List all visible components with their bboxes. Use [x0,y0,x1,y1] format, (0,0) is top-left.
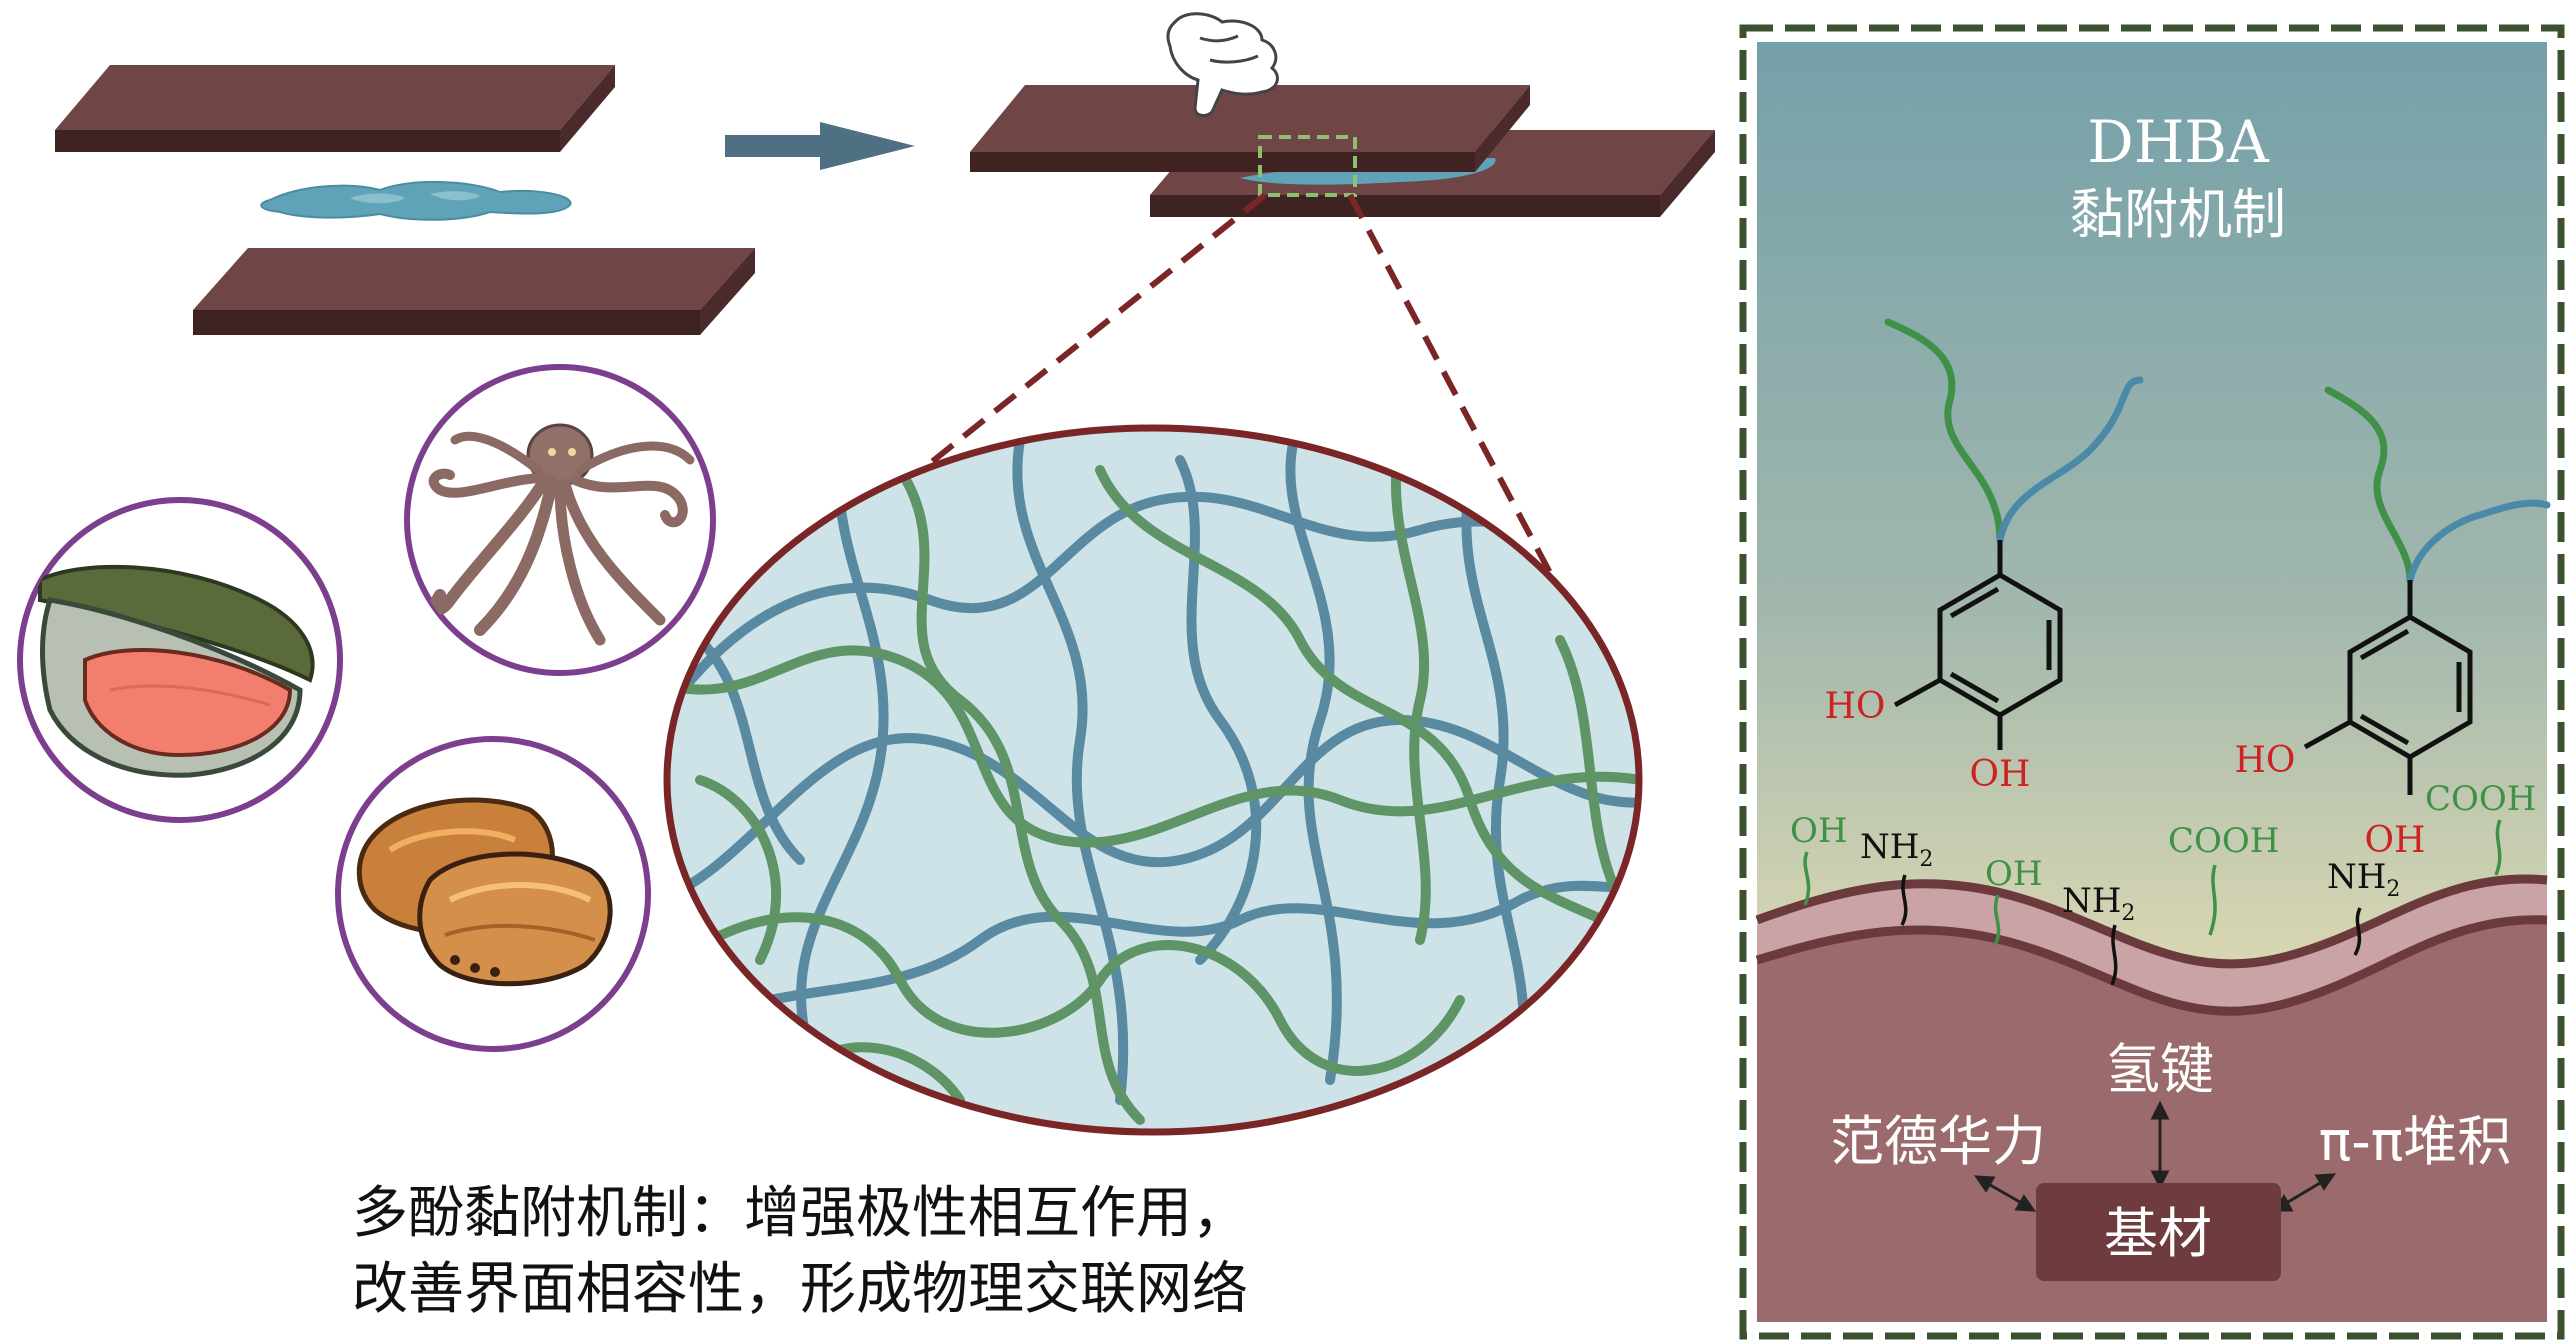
interaction-forces: 氢键 范德华力 π-π堆积 [1830,1038,2511,1173]
oval-border [663,424,1643,1136]
surface-nh2-1: NH2 [1860,827,1933,872]
panel-title: DHBA [2087,108,2270,176]
plates-before-assembly [55,65,755,335]
abalone-icon [356,797,613,987]
lower-plate [193,248,755,335]
caption-line-1: 多酚黏附机制：增强极性相互作用， [352,1181,1248,1246]
top-bonded-plate [970,85,1530,172]
oh-label-1: OH [1970,754,2031,795]
octopus-icon [428,423,695,646]
upper-plate [55,65,615,152]
mussel-inset [17,497,343,823]
force-hydrogen-bond: 氢键 [2106,1038,2214,1101]
substrate-label: 基材 [2104,1202,2212,1265]
ho-label-1: HO [1825,686,1886,727]
dhba-tails [1884,318,2551,584]
zoom-guides [826,192,1578,622]
ho-label-2: HO [2235,740,2296,781]
surface-oh-1: OH [1790,811,1848,851]
arrow-right-icon [725,122,915,170]
hand-pointer-icon [1166,12,1279,117]
polymer-network-zoom [663,424,1643,1136]
zoom-box-icon [1258,135,1357,197]
adhesive-droplets [260,181,572,221]
force-van-der-waals: 范德华力 [1830,1110,2046,1173]
plates-bonded [970,85,1715,217]
substrate-outline [1755,874,2548,969]
catechol-ring-2 [2303,580,2473,795]
mussel-icon [38,564,315,778]
catechol-ring-1 [1893,540,2063,750]
caption-line-2: 改善界面相容性，形成物理交联网络 [352,1257,1248,1322]
substrate-label-box: 基材 [2036,1183,2281,1281]
dhba-mechanism-panel: DHBA 黏附机制 HO OH [1739,24,2565,1340]
surface-groups [1803,819,2502,986]
octopus-inset [404,364,716,676]
force-pi-pi-stacking: π-π堆积 [2319,1110,2512,1173]
substrate [1757,919,2547,1322]
abalone-inset [335,736,651,1052]
caption: 多酚黏附机制：增强极性相互作用， 改善界面相容性，形成物理交联网络 [352,1181,1248,1322]
surface-nh2-3: NH2 [2327,857,2400,902]
surface-cooh-1: COOH [2168,821,2279,861]
panel-subtitle: 黏附机制 [2070,183,2286,246]
surface-nh2-2: NH2 [2062,881,2135,926]
surface-cooh-2: COOH [2425,779,2536,819]
network-chains-green [667,435,1639,1125]
oh-label-2: OH [2365,820,2426,861]
surface-oh-2: OH [1985,854,2043,894]
surface-labels: OH OH COOH COOH NH2 NH2 NH2 [1790,779,2536,926]
